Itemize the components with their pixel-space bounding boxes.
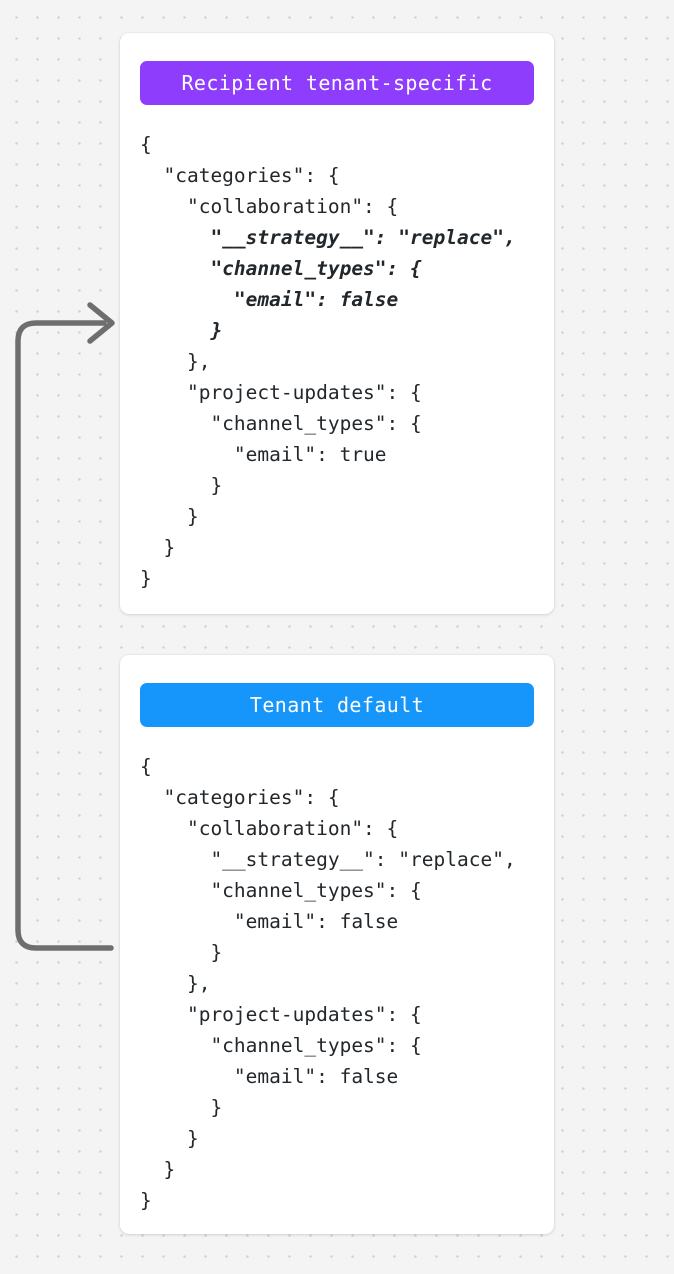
code-line: } — [140, 474, 223, 497]
card-header-tenant-default: Tenant default — [140, 683, 534, 727]
card-recipient-tenant-specific: Recipient tenant-specific { "categories"… — [120, 33, 554, 614]
code-line: } — [140, 1189, 152, 1212]
code-line: "email": true — [140, 443, 387, 466]
code-line: "project-updates": { — [140, 381, 422, 404]
arrowhead-right-icon — [87, 302, 115, 344]
card-tenant-default: Tenant default { "categories": { "collab… — [120, 655, 554, 1234]
code-line: "__strategy__": "replace", — [140, 848, 516, 871]
code-line: }, — [140, 350, 211, 373]
code-line: }, — [140, 972, 211, 995]
code-line: "email": false — [140, 288, 399, 311]
code-line: "collaboration": { — [140, 817, 399, 840]
merge-arrow-path — [15, 320, 114, 951]
code-line: } — [140, 567, 152, 590]
code-line: "collaboration": { — [140, 195, 399, 218]
code-line: } — [140, 505, 199, 528]
code-line: { — [140, 755, 152, 778]
code-line: "__strategy__": "replace", — [140, 226, 516, 249]
code-line: "channel_types": { — [140, 1034, 422, 1057]
code-line: { — [140, 133, 152, 156]
code-line: "channel_types": { — [140, 879, 422, 902]
code-line: } — [140, 1127, 199, 1150]
code-block-recipient-tenant-specific: { "categories": { "collaboration": { "__… — [140, 129, 534, 594]
code-line: "channel_types": { — [140, 257, 422, 280]
code-line: } — [140, 1096, 223, 1119]
code-line: } — [140, 941, 223, 964]
code-block-tenant-default: { "categories": { "collaboration": { "__… — [140, 751, 534, 1216]
card-header-recipient-tenant-specific: Recipient tenant-specific — [140, 61, 534, 105]
code-line: } — [140, 1158, 176, 1181]
code-line: "email": false — [140, 1065, 399, 1088]
code-line: "channel_types": { — [140, 412, 422, 435]
code-line: "categories": { — [140, 786, 340, 809]
code-line: } — [140, 536, 176, 559]
code-line: "email": false — [140, 910, 399, 933]
code-line: "project-updates": { — [140, 1003, 422, 1026]
code-line: "categories": { — [140, 164, 340, 187]
code-line: } — [140, 319, 223, 342]
